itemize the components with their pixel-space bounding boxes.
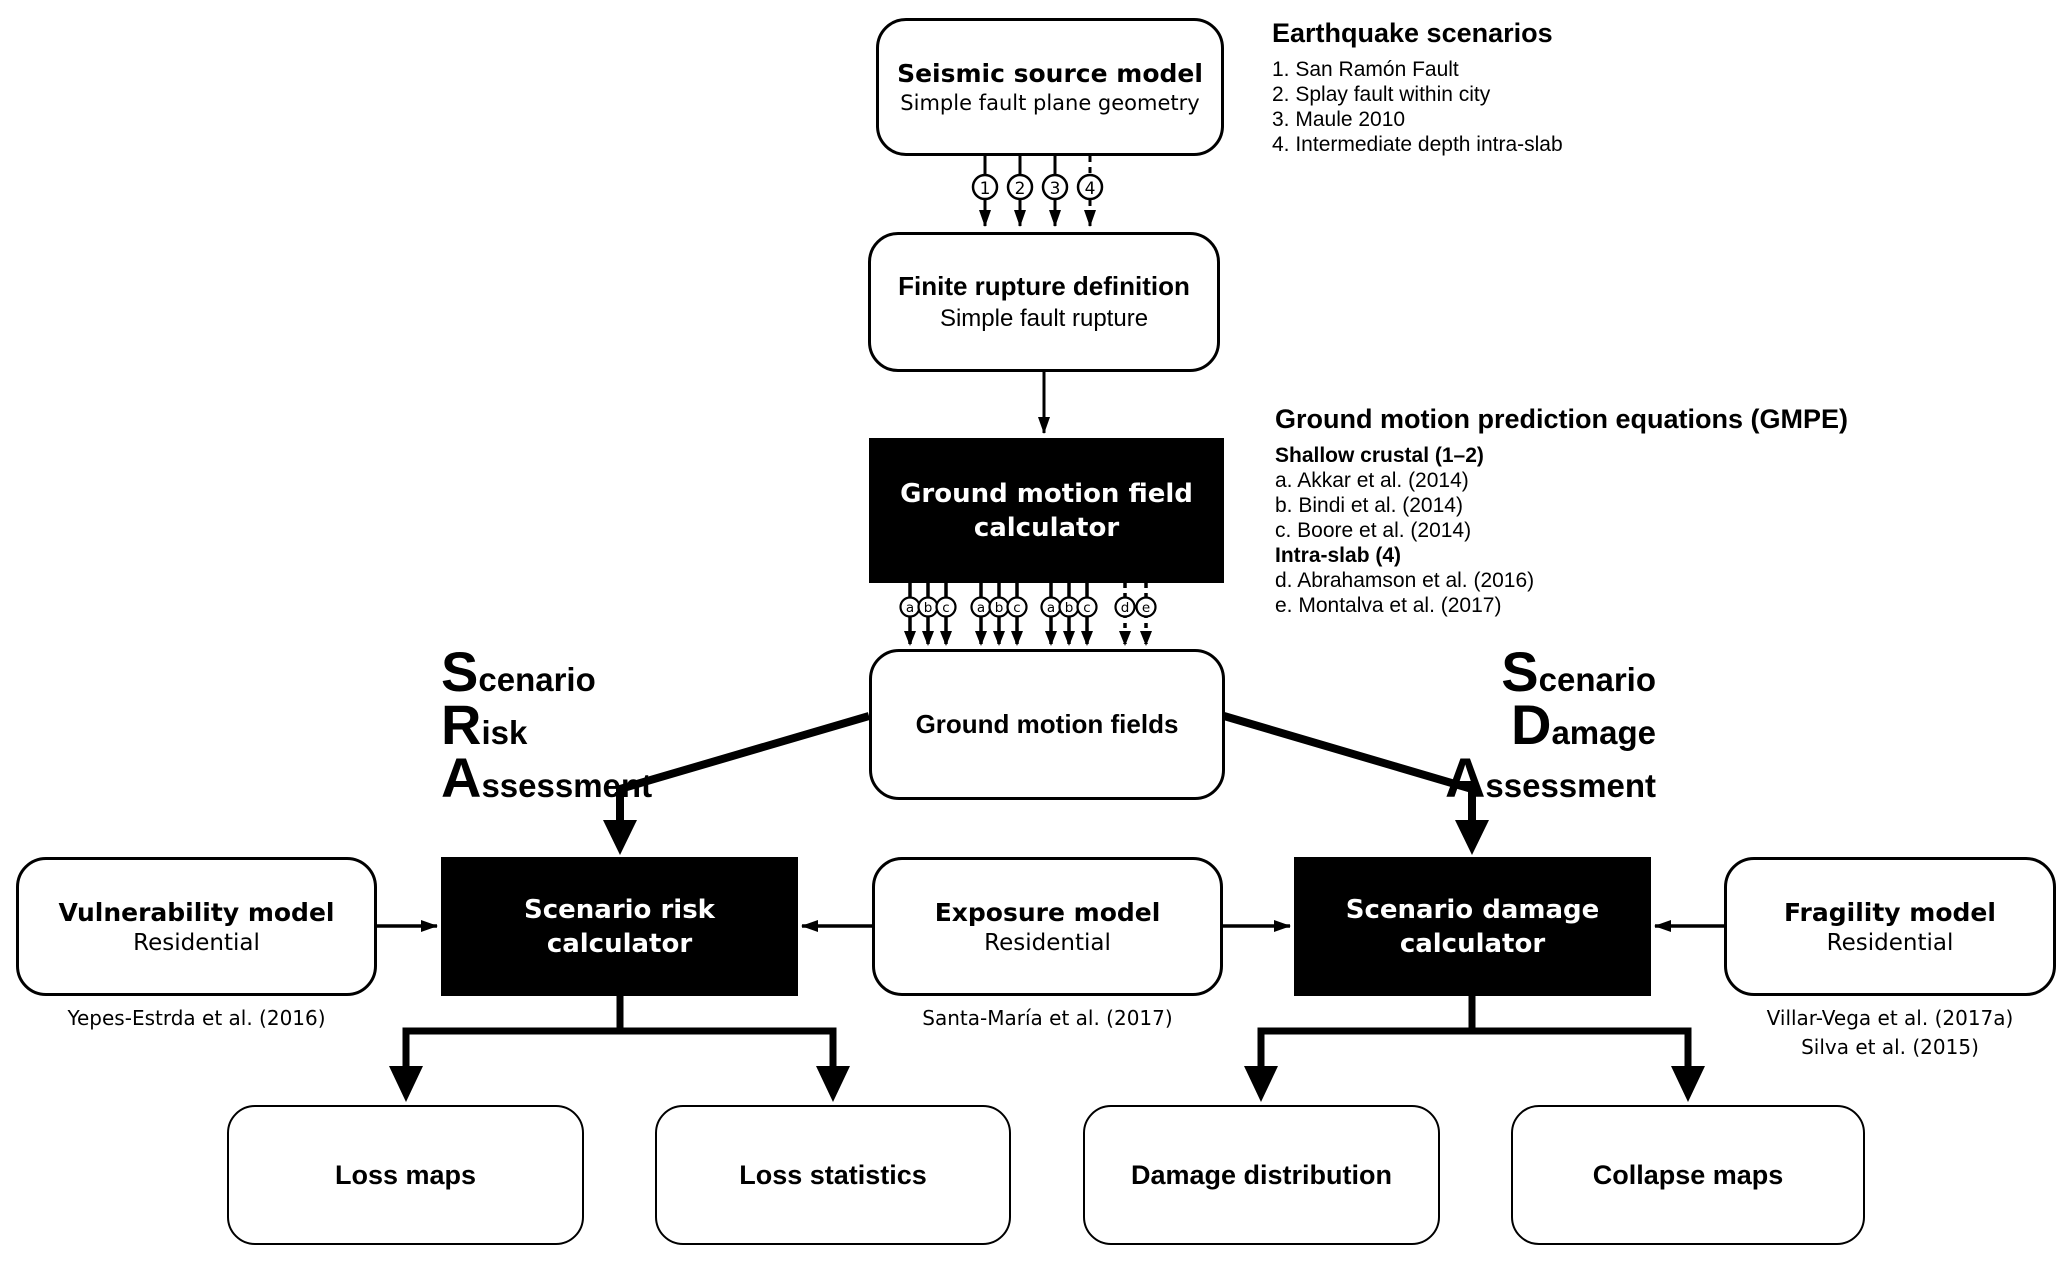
gmf-calculator-box: Ground motion field calculator (869, 438, 1224, 583)
gmpe-item: a. Akkar et al. (2014) (1275, 469, 1469, 492)
scenario-badge-2: 2 (1015, 179, 1026, 199)
earthquake-scenario-item: 3. Maule 2010 (1272, 108, 1406, 131)
finite-rupture-title: Finite rupture definition (898, 271, 1190, 301)
gmpe-item: e. Montalva et al. (2017) (1275, 594, 1502, 617)
exposure-title: Exposure model (934, 897, 1161, 927)
risk-calculator-title: Scenario risk calculator (524, 894, 715, 959)
earthquake-scenario-item: 4. Intermediate depth intra-slab (1272, 133, 1563, 156)
finite-rupture-subtitle: Simple fault rupture (939, 305, 1149, 332)
gmpe-badge-b1: b (924, 600, 933, 616)
fragility-subtitle: Residential (1826, 929, 1954, 956)
loss-maps-box: Loss maps (227, 1105, 584, 1245)
scenario-badge-4: 4 (1085, 179, 1096, 199)
seismic-source-subtitle: Simple fault plane geometry (900, 91, 1200, 115)
gmpe-badge-a3: a (1047, 600, 1055, 616)
label-line: Assessment (1444, 746, 1656, 809)
ground-motion-fields-title: Ground motion fields (915, 709, 1179, 739)
gmpe-badge-d: d (1121, 600, 1130, 616)
earthquake-scenarios-title: Earthquake scenarios (1272, 18, 1553, 48)
seismic-source-title: Seismic source model (897, 59, 1203, 88)
exposure-subtitle: Residential (984, 929, 1111, 956)
label-line: Scenario (441, 640, 596, 703)
scenario-badge-1: 1 (980, 179, 991, 199)
finite-rupture-box: Finite rupture definition Simple fault r… (868, 232, 1220, 372)
loss-maps-title: Loss maps (334, 1159, 477, 1190)
damage-output-split (1244, 996, 1705, 1102)
vulnerability-subtitle: Residential (133, 929, 260, 956)
damage-calculator-title: Scenario damage calculator (1345, 894, 1600, 959)
fields-to-risk-arrow (603, 712, 871, 855)
gmpe-badge-a1: a (906, 600, 914, 616)
gmpe-badge-c1: c (942, 600, 949, 616)
gmpe-id-badges: a b c a b c a b c d e (899, 596, 1157, 618)
fragility-model-box: Fragility model Residential (1724, 857, 2056, 996)
vulnerability-model-box: Vulnerability model Residential (16, 857, 377, 996)
label-line: Assessment (441, 746, 653, 809)
gmpe-badge-e: e (1142, 600, 1150, 616)
gmpe-badge-b2: b (995, 600, 1004, 616)
earthquake-scenario-item: 1. San Ramón Fault (1272, 58, 1459, 81)
fields-to-damage-arrow (1222, 712, 1489, 855)
gmpe-badge-c2: c (1013, 600, 1020, 616)
seismic-source-model-box: Seismic source model Simple fault plane … (876, 18, 1224, 156)
label-line: Risk (441, 693, 528, 756)
damage-distribution-box: Damage distribution (1083, 1105, 1440, 1245)
scenario-risk-assessment-label: Scenario Risk Assessment (441, 640, 653, 809)
exposure-reference: Santa-María et al. (2017) (922, 1006, 1173, 1030)
damage-distribution-title: Damage distribution (1130, 1159, 1393, 1190)
vulnerability-title: Vulnerability model (58, 897, 335, 927)
fragility-references: Villar-Vega et al. (2017a) Silva et al. … (1694, 1004, 2067, 1062)
fragility-reference-line: Silva et al. (2015) (1801, 1035, 1979, 1059)
earthquake-scenarios-list: Earthquake scenarios 1. San Ramón Fault … (1272, 18, 1563, 157)
label-line: Damage (1510, 693, 1656, 756)
gmpe-badge-a2: a (977, 600, 985, 616)
gmpe-item: d. Abrahamson et al. (2016) (1275, 569, 1535, 592)
gmpe-shallow-heading: Shallow crustal (1–2) (1275, 444, 1484, 467)
loss-statistics-box: Loss statistics (655, 1105, 1011, 1245)
fragility-reference-line: Villar-Vega et al. (2017a) (1766, 1006, 2014, 1030)
label-line: Scenario (1501, 640, 1656, 703)
fragility-title: Fragility model (1784, 897, 1996, 927)
damage-calculator-box: Scenario damage calculator (1294, 857, 1651, 996)
gmpe-intraslab-heading: Intra-slab (4) (1275, 544, 1402, 567)
ground-motion-fields-box: Ground motion fields (869, 649, 1225, 800)
gmpe-badge-c3: c (1083, 600, 1090, 616)
earthquake-scenario-item: 2. Splay fault within city (1272, 83, 1491, 106)
gmf-calculator-title: Ground motion field calculator (900, 478, 1193, 543)
collapse-maps-box: Collapse maps (1511, 1105, 1865, 1245)
gmpe-list: Ground motion prediction equations (GMPE… (1275, 404, 1848, 618)
exposure-model-box: Exposure model Residential (872, 857, 1223, 996)
scenario-damage-assessment-label: Scenario Damage Assessment (1316, 640, 1656, 809)
collapse-maps-title: Collapse maps (1592, 1159, 1784, 1190)
risk-calculator-box: Scenario risk calculator (441, 857, 798, 996)
vulnerability-reference: Yepes-Estrda et al. (2016) (67, 1006, 326, 1030)
risk-output-split (389, 996, 850, 1102)
gmpe-item: c. Boore et al. (2014) (1275, 519, 1472, 542)
scenario-badge-3: 3 (1050, 179, 1061, 199)
gmpe-badge-b3: b (1065, 600, 1074, 616)
scenario-arrows (979, 156, 1096, 227)
gmpe-item: b. Bindi et al. (2014) (1275, 494, 1463, 517)
scenario-id-badges: 1 2 3 4 (971, 173, 1104, 201)
gmpe-title: Ground motion prediction equations (GMPE… (1275, 404, 1848, 434)
loss-statistics-title: Loss statistics (739, 1159, 927, 1190)
